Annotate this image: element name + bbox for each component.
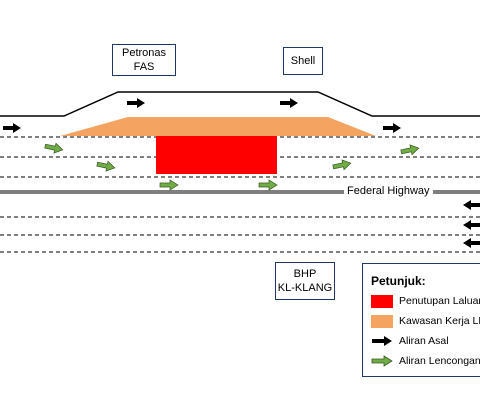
original-flow-arrow-icon	[383, 123, 401, 133]
green-arrow-icon	[371, 355, 393, 367]
diversion-flow-arrow-icon	[258, 179, 278, 191]
legend-label: Kawasan Kerja LRT	[399, 315, 480, 327]
federal-highway-label: Federal Highway	[344, 185, 433, 197]
lrt-work-zone	[60, 117, 376, 136]
original-flow-arrow-icon	[3, 123, 21, 133]
diversion-flow-arrow-icon	[96, 160, 116, 172]
black-arrow-icon	[372, 336, 392, 346]
legend-item-work-zone: Kawasan Kerja LRT	[371, 312, 480, 330]
diversion-flow-arrow-icon	[400, 144, 420, 156]
legend-label: Penutupan Laluan	[399, 295, 480, 307]
closure-swatch	[371, 294, 393, 308]
legend-item-diversion-flow: Aliran Lencongan	[371, 352, 480, 370]
original-flow-arrow-icon	[463, 220, 480, 230]
legend-item-closure: Penutupan Laluan	[371, 292, 480, 310]
service-road-edge	[0, 91, 480, 117]
original-flow-arrow-icon	[463, 238, 480, 248]
diversion-flow-arrow-icon	[159, 179, 179, 191]
lane-closure	[156, 136, 277, 174]
legend-label: Aliran Lencongan	[399, 355, 480, 367]
original-flow-arrow-icon	[463, 200, 480, 210]
legend-label: Aliran Asal	[399, 335, 449, 347]
petronas-label: Petronas FAS	[112, 44, 176, 76]
bhp-label: BHP KL-KLANG	[275, 262, 335, 300]
legend: Petunjuk: Penutupan Laluan Kawasan Kerja…	[362, 263, 480, 377]
diversion-flow-arrow-icon	[332, 159, 352, 171]
original-flow-arrow-icon	[127, 98, 145, 108]
diversion-flow-arrow-icon	[44, 142, 64, 154]
original-flow-arrow-icon	[280, 98, 298, 108]
legend-item-original-flow: Aliran Asal	[371, 332, 449, 350]
legend-title: Petunjuk:	[371, 274, 426, 288]
shell-label: Shell	[283, 47, 323, 75]
work-zone-swatch	[371, 314, 393, 328]
